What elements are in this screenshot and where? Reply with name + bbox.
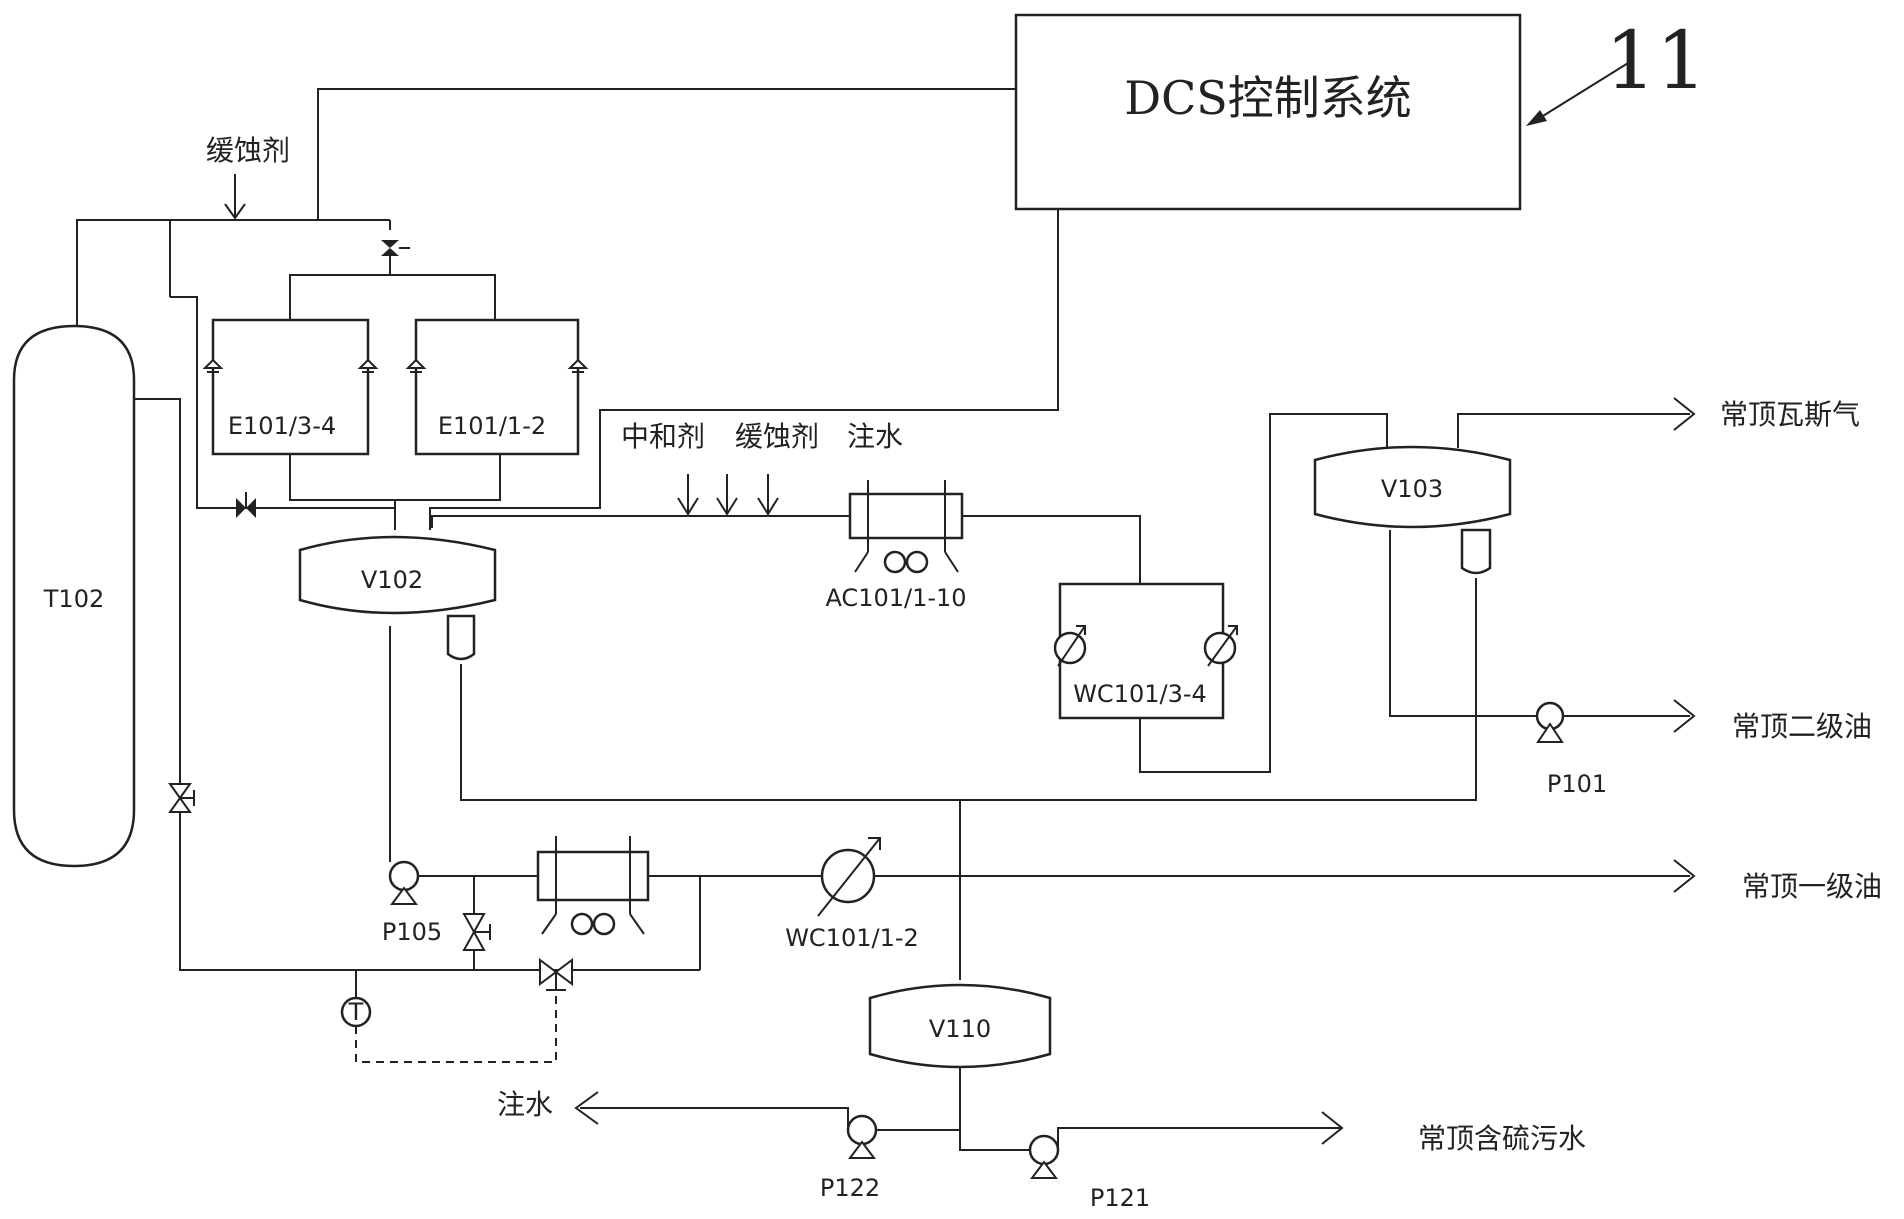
inhibitor-top-label: 缓蚀剂 xyxy=(206,134,290,167)
water-cooler-bottom-label: WC101/1-2 xyxy=(785,924,919,952)
pump-p122: P122 xyxy=(820,1114,880,1202)
pump-p101: P101 xyxy=(1535,701,1607,798)
exchanger-a-label: E101/3-4 xyxy=(228,412,336,440)
inhibitor-injection-top: 缓蚀剂 xyxy=(206,134,290,220)
pump-p121-label: P121 xyxy=(1090,1184,1150,1212)
drum-v103: V103 xyxy=(1313,445,1512,575)
pump-p105-label: P105 xyxy=(382,918,442,946)
oil-1-output-label: 常顶一级油 xyxy=(1742,870,1882,903)
water-cooler-wc101-1-2: WC101/1-2 xyxy=(785,837,919,952)
drum-v102: V102 xyxy=(298,535,497,661)
pump-p101-label: P101 xyxy=(1547,770,1607,798)
dcs-signal-line-top xyxy=(317,88,1016,220)
water-cooler-wc101-3-4: WC101/3-4 xyxy=(1053,582,1238,720)
bypass-valve xyxy=(236,492,256,518)
exchanger-e101-3-4: E101/3-4 xyxy=(202,318,379,456)
reflux-valve xyxy=(168,783,195,813)
air-cooler-label: AC101/1-10 xyxy=(825,584,966,612)
drum-v110: V110 xyxy=(868,983,1052,1069)
inhibitor-label: 缓蚀剂 xyxy=(735,420,819,453)
header-valve xyxy=(381,220,410,275)
water-injection-label: 注水 xyxy=(847,420,903,453)
reference-number: 11 xyxy=(1605,14,1707,107)
oil-2-output-label: 常顶二级油 xyxy=(1732,710,1872,743)
tower-t102: T102 xyxy=(12,324,136,868)
neutralizer-label: 中和剂 xyxy=(621,420,705,453)
tower-overhead-line xyxy=(76,219,390,326)
water-return-label: 注水 xyxy=(497,1088,553,1121)
water-cooler-top-label: WC101/3-4 xyxy=(1073,680,1207,708)
drum-v110-label: V110 xyxy=(929,1015,991,1043)
dcs-control-system: DCS控制系统 xyxy=(1014,13,1522,211)
drum-v102-label: V102 xyxy=(361,566,423,594)
temperature-indicator: T xyxy=(340,970,557,1063)
pump-p105: P105 xyxy=(382,860,442,946)
dcs-signal-line-mid xyxy=(429,209,1059,530)
reference-arrow xyxy=(1526,59,1634,126)
drum-v103-label: V103 xyxy=(1381,475,1443,503)
temp-indicator-label: T xyxy=(348,998,364,1026)
gas-output-label: 常顶瓦斯气 xyxy=(1720,398,1860,431)
tower-label: T102 xyxy=(43,585,104,613)
control-valve xyxy=(539,958,573,991)
dcs-label: DCS控制系统 xyxy=(1124,71,1412,125)
exchanger-e101-1-2: E101/1-2 xyxy=(405,318,589,456)
exchanger-b-label: E101/1-2 xyxy=(438,412,546,440)
pump-p122-label: P122 xyxy=(820,1174,880,1202)
pump-p121: P121 xyxy=(1028,1134,1150,1212)
exchanger-bottom xyxy=(536,836,650,936)
p105-valve xyxy=(462,913,491,951)
sour-water-output-label: 常顶含硫污水 xyxy=(1418,1122,1586,1155)
injection-arrows: 中和剂 缓蚀剂 注水 xyxy=(621,420,903,516)
air-cooler-ac101: AC101/1-10 xyxy=(825,480,967,612)
